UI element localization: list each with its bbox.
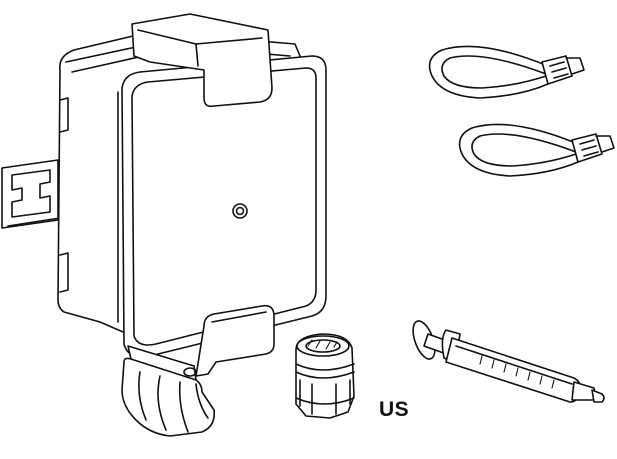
sensor-housing — [57, 13, 327, 377]
cable-tie-bottom — [458, 123, 615, 177]
cable-tie-top — [428, 45, 585, 99]
mounting-bracket — [1, 159, 61, 229]
cable-gland — [121, 345, 216, 437]
syringe — [412, 320, 605, 403]
hex-adapter — [295, 333, 355, 419]
region-label-us: US — [379, 398, 410, 421]
